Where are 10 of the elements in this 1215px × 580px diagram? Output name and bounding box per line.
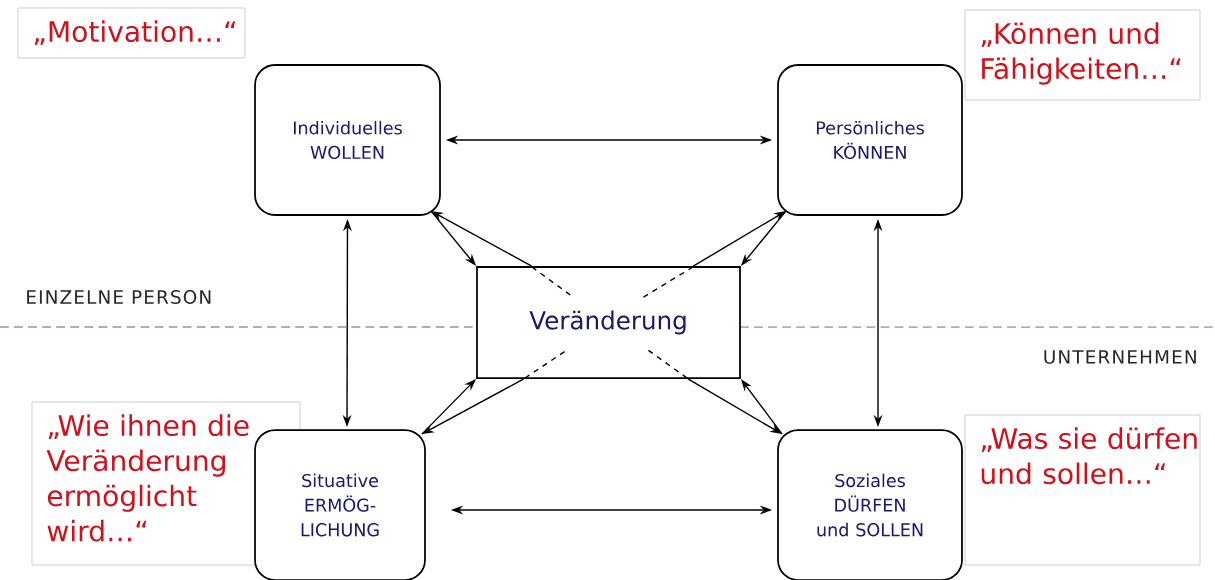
section-label: UNTERNEHMEN — [1044, 350, 1196, 364]
change-box: Veränderung — [476, 266, 741, 379]
quote-box: „Was sie dürfen und sollen…“ — [964, 414, 1201, 566]
factor-box: Soziales DÜRFEN und SOLLEN — [777, 429, 963, 580]
quote-box: „Können und Fähigkeiten…“ — [964, 9, 1201, 101]
factor-box: Situative ERMÖG-LICHUNG — [254, 429, 426, 580]
quote-box: „Motivation…“ — [17, 7, 246, 59]
section-label: EINZELNE PERSON — [27, 290, 211, 304]
factor-box: Persönliches KÖNNEN — [777, 64, 963, 216]
factor-box: Individuelles WOLLEN — [254, 64, 441, 216]
